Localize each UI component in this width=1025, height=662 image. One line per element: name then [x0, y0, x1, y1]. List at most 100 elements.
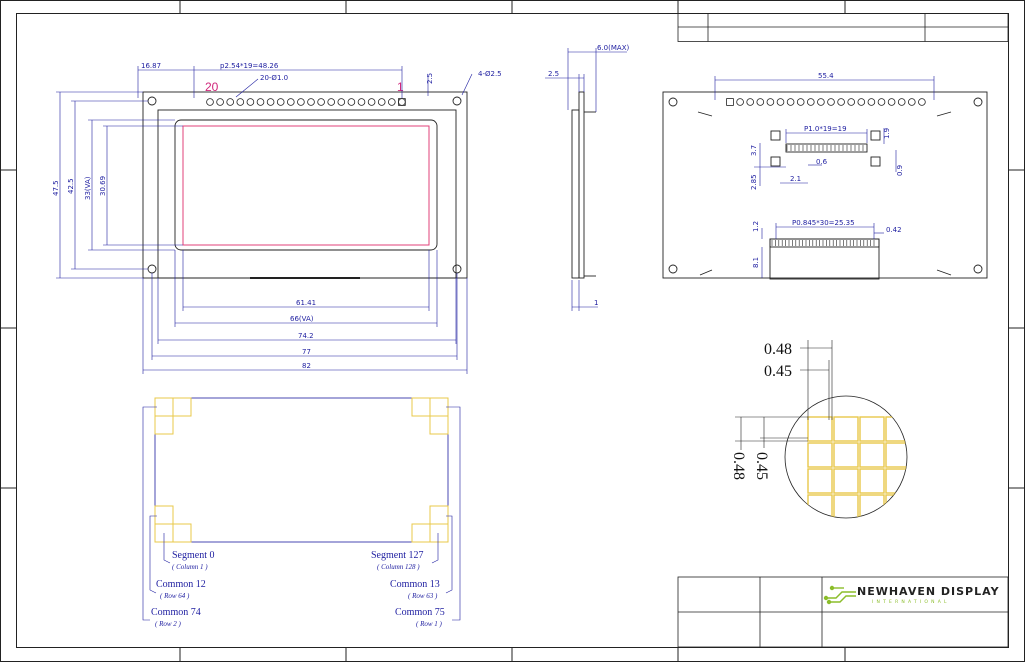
pixel-dot [833, 416, 859, 442]
dim-height-outer: 47.5 [52, 180, 60, 196]
pixel-dot [885, 494, 907, 518]
com12-sub: ( Row 64 ) [160, 592, 190, 600]
seg127-sub: ( Column 128 ) [377, 563, 420, 571]
pin-hole [347, 98, 356, 106]
dim-back-width: 55.4 [818, 72, 834, 80]
pin-hole [246, 98, 255, 106]
title-block: NEWHAVEN DISPLAY INTERNATIONAL [677, 576, 1009, 648]
pin-hole [387, 98, 396, 106]
company-name: NEWHAVEN DISPLAY [857, 585, 1000, 598]
pixel-dot [859, 416, 885, 442]
back-pin-hole [786, 98, 795, 106]
back-pin-hole [847, 98, 855, 106]
back-pin-1-square [726, 98, 734, 106]
pixel-dot [833, 494, 859, 518]
segment-map: Segment 0 ( Column 1 ) Segment 127 ( Col… [142, 397, 461, 628]
back-pin-hole [766, 98, 775, 106]
pixel-dot [885, 442, 907, 468]
back-pin-hole [867, 98, 876, 106]
pixel-dot [833, 468, 859, 494]
pixel-detail: 0.48 0.45 0.48 0.45 [730, 340, 908, 519]
back-pin-hole [746, 98, 754, 106]
com13-sub: ( Row 63 ) [408, 592, 438, 600]
pin-hole [256, 98, 265, 106]
pixel-dot [807, 442, 833, 468]
fpc-pads-bottom [771, 240, 875, 246]
pin-hole [276, 98, 285, 106]
dim-top-gap: 2.5 [426, 73, 434, 84]
back-pin-hole [897, 98, 906, 106]
back-pin-hole [918, 98, 926, 106]
pin-label-20: 20 [205, 80, 219, 94]
dim-fpc-h: 1.9 [883, 128, 891, 139]
pin-label-1: 1 [397, 80, 404, 94]
pitch-v-label: 0.48 [730, 452, 747, 480]
logo-circuit-icon [823, 585, 856, 605]
dim-pad-w: 0.6 [816, 158, 828, 166]
pixel-dot [859, 468, 885, 494]
mount-hole-bl [147, 264, 157, 274]
dim-pin-holes: 20-Ø1.0 [260, 74, 288, 82]
dim-thickness: 6.0(MAX) [597, 44, 629, 52]
pixel-dot [833, 442, 859, 468]
side-view: 6.0(MAX) 2.5 1 [545, 44, 629, 311]
dim-mount-holes: 4-Ø2.5 [478, 70, 502, 78]
com75-label: Common 75 [395, 607, 445, 618]
back-pin-hole [827, 98, 835, 106]
pixel-grid [807, 416, 907, 518]
com74-label: Common 74 [151, 607, 201, 618]
revision-table [677, 13, 1009, 42]
back-pin-hole [887, 98, 896, 106]
seg0-sub: ( Column 1 ) [172, 563, 208, 571]
company-sub: INTERNATIONAL [872, 599, 950, 605]
back-pin-hole [907, 98, 916, 106]
dim-side-pcb: 2.5 [548, 70, 559, 78]
pin-1-square [398, 98, 406, 106]
pin-hole [377, 98, 386, 106]
dim-left-offset: 16.87 [141, 62, 161, 70]
pixel-dot [885, 416, 907, 442]
bezel-outline [174, 119, 438, 251]
glass-outline [157, 109, 457, 279]
dim-fpc2-gap: 0.42 [886, 226, 902, 234]
pin-row [206, 98, 406, 106]
com13-label: Common 13 [390, 579, 440, 590]
pin-hole [307, 98, 315, 106]
pin-hole [266, 98, 275, 106]
com75-sub: ( Row 1 ) [416, 620, 443, 628]
back-pin-hole [736, 98, 744, 106]
com74-sub: ( Row 2 ) [155, 620, 182, 628]
dim-left-h2: 2.85 [750, 174, 758, 190]
pin-hole [206, 98, 214, 106]
pin-hole [286, 98, 295, 106]
dim-fpc-pitch: P1.0*19=19 [804, 125, 847, 133]
back-pin-hole [756, 98, 765, 106]
pin-hole [357, 98, 366, 106]
fpc-pads-top [786, 145, 864, 151]
pixel-dot [859, 442, 885, 468]
front-view: 20 1 [52, 62, 502, 374]
dim-height-aa: 30.69 [99, 176, 107, 196]
back-pin-hole [806, 98, 815, 106]
pin-hole [297, 98, 305, 106]
mount-hole-tl [147, 96, 157, 106]
back-pin-hole [837, 98, 845, 106]
dim-width-outer: 82 [302, 362, 311, 370]
pin-hole [216, 98, 224, 106]
pin-hole [226, 98, 235, 106]
pin-hole [367, 98, 376, 106]
pin-hole [337, 98, 346, 106]
dim-height-va: 33(VA) [84, 176, 92, 200]
dim-fpc2-h1: 1.2 [752, 221, 760, 232]
back-pin-hole [796, 98, 805, 106]
back-pin-hole [857, 98, 866, 106]
pin-hole [317, 98, 325, 106]
pin-hole [236, 98, 245, 106]
dim-fpc2-pitch: P0.845*30=25.35 [792, 219, 855, 227]
pixel-dot [807, 416, 833, 442]
pixel-dot [807, 468, 833, 494]
dim-left-w: 2.1 [790, 175, 801, 183]
mount-hole-tr [452, 96, 462, 106]
